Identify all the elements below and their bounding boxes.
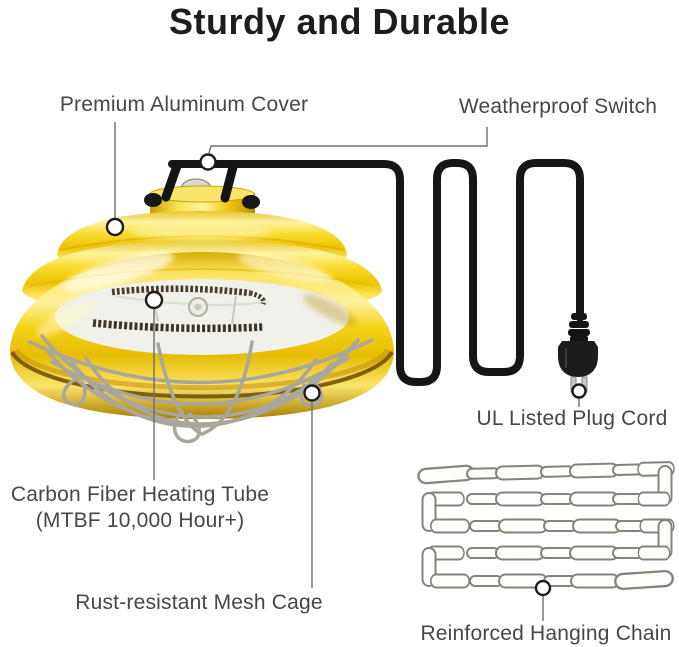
callout-lines	[114, 122, 580, 621]
rim-inner-edge	[13, 348, 391, 391]
label-ul-listed-plug-cord: UL Listed Plug Cord	[476, 407, 668, 430]
callout-dots	[105, 153, 587, 597]
label-reinforced-hanging-chain: Reinforced Hanging Chain	[420, 622, 672, 645]
bracket-left-clamp	[144, 193, 162, 207]
hanging-bracket	[161, 161, 238, 203]
callout-dot-heating-tube	[144, 290, 164, 310]
aluminum-cover-dome	[10, 252, 394, 419]
label-carbon-fiber-heating-tube: Carbon Fiber Heating Tube (MTBF 10,000 H…	[11, 482, 269, 534]
callout-dot-switch	[199, 153, 217, 171]
metal-highlights	[36, 224, 357, 337]
cord-serpentine	[168, 159, 584, 386]
label-heating-tube-line1: Carbon Fiber Heating Tube	[10, 483, 270, 506]
power-cord	[168, 159, 584, 386]
callout-line-switch	[208, 127, 488, 154]
callout-dot-plug-cord	[571, 383, 587, 399]
label-rust-resistant-mesh-cage: Rust-resistant Mesh Cage	[75, 591, 323, 614]
rim-dark-edge	[10, 351, 394, 399]
bracket-right-clamp	[242, 195, 260, 209]
hanging-chain	[416, 460, 676, 591]
label-premium-aluminum-cover: Premium Aluminum Cover	[59, 93, 309, 116]
label-weatherproof-switch: Weatherproof Switch	[458, 95, 658, 118]
coil-bottom	[92, 319, 264, 333]
callout-dot-chain	[534, 579, 552, 597]
coil-top	[111, 285, 251, 297]
power-plug	[558, 313, 598, 393]
heat-lamp-illustration	[10, 161, 394, 444]
label-heating-tube-line2: (MTBF 10,000 Hour+)	[35, 509, 245, 532]
heating-tube	[92, 285, 269, 333]
callout-dot-mesh-cage	[303, 384, 321, 402]
callout-dot-aluminum-cover	[105, 217, 125, 237]
page-title: Sturdy and Durable	[168, 1, 511, 42]
plug-body	[558, 341, 598, 377]
